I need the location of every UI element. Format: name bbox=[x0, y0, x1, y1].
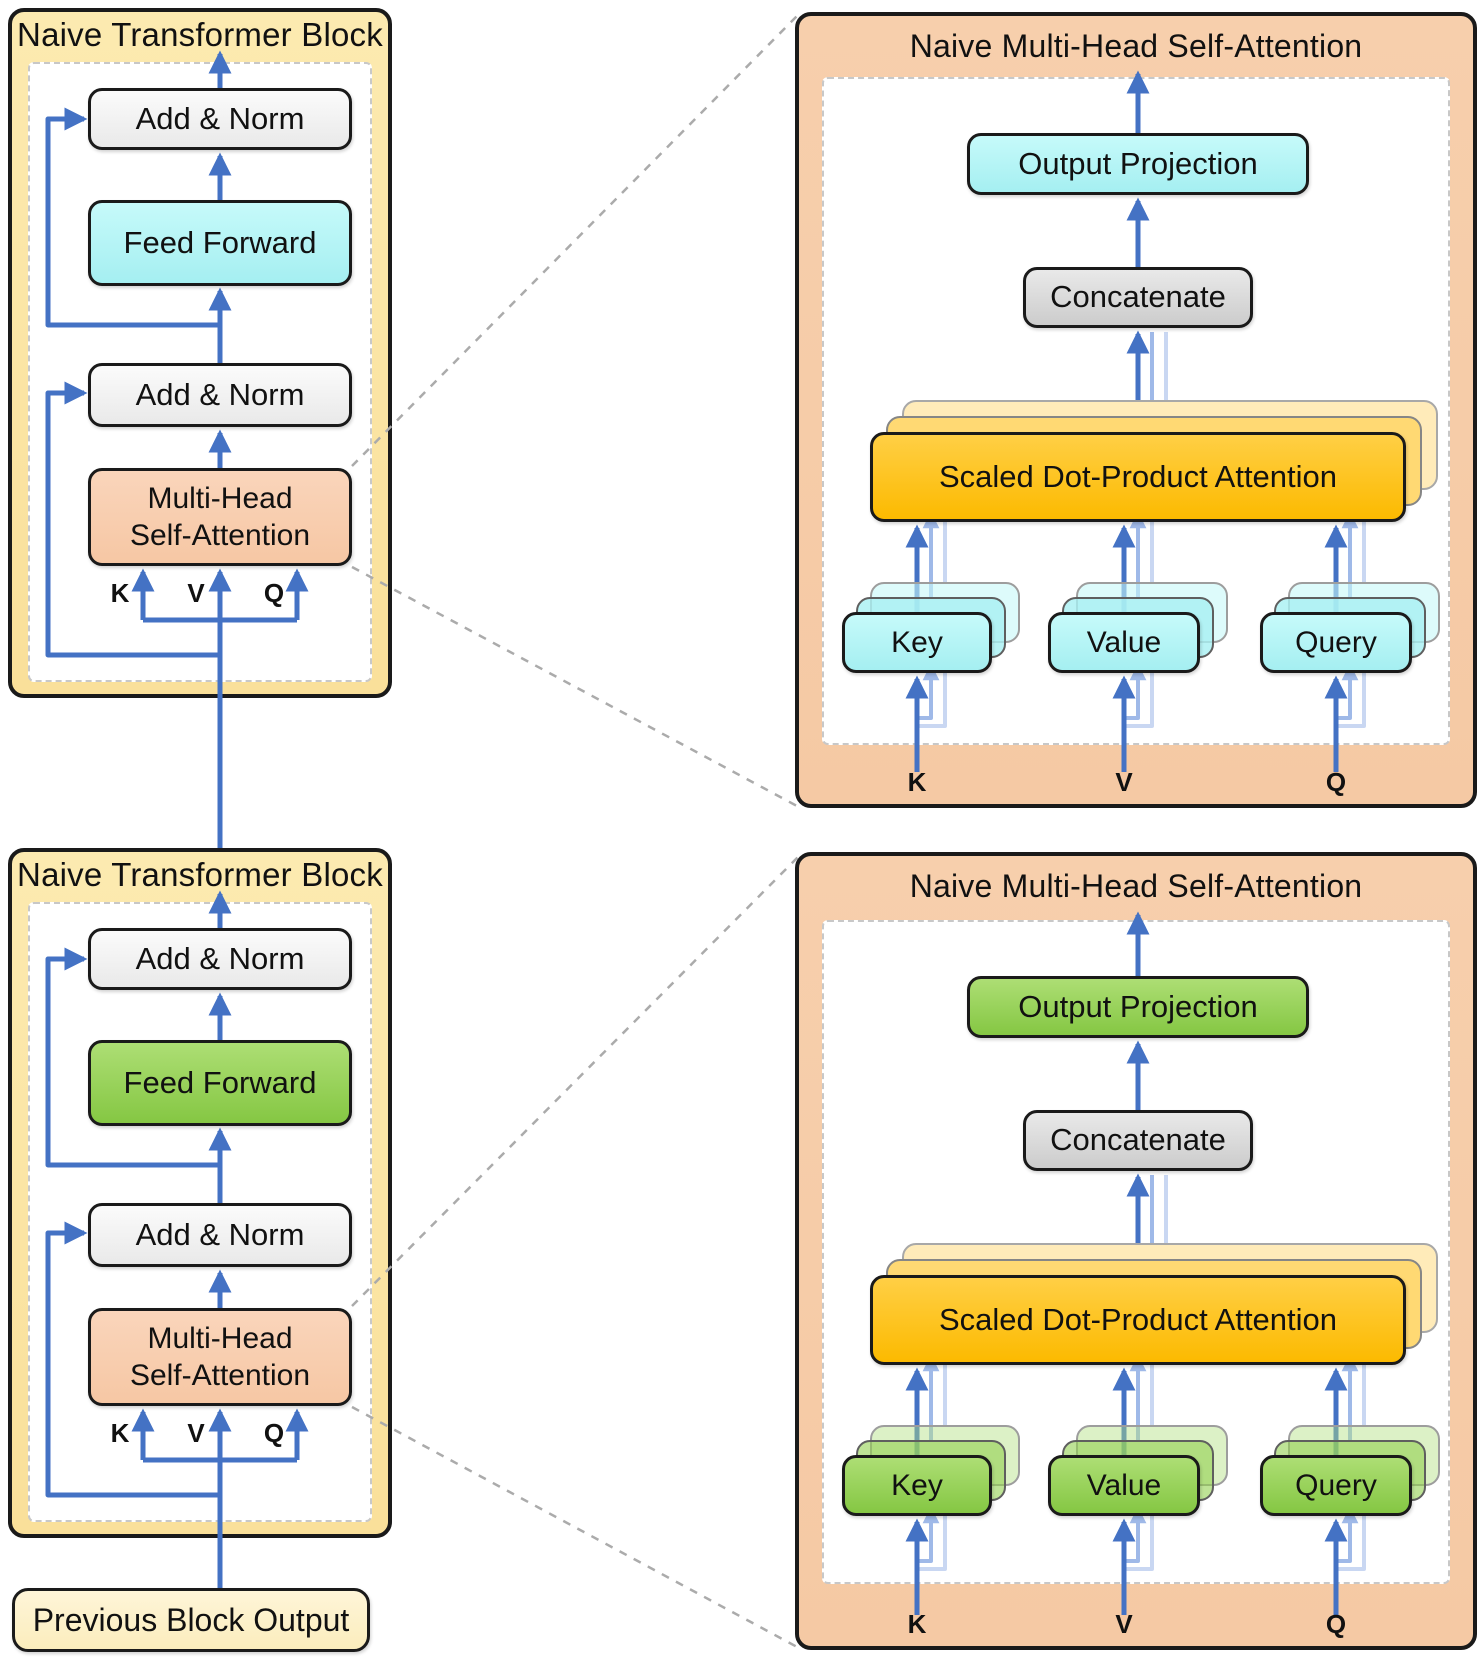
q-input-label: Q bbox=[1325, 1608, 1347, 1639]
q-input-label: Q bbox=[1325, 766, 1347, 797]
query-projection-box: Query bbox=[1260, 612, 1412, 673]
feed-forward-box: Feed Forward bbox=[88, 1040, 352, 1126]
multi-head-self-attention-box: Multi-Head Self-Attention bbox=[88, 1308, 352, 1406]
v-input-label: V bbox=[187, 577, 205, 608]
zoom-link-top-upper bbox=[351, 15, 798, 467]
key-projection-box: Key bbox=[842, 1455, 992, 1516]
mhsa-panel-top-title: Naive Multi-Head Self-Attention bbox=[909, 27, 1363, 64]
add-norm-box: Add & Norm bbox=[88, 1203, 352, 1267]
k-input-label: K bbox=[907, 1608, 927, 1639]
v-input-label: V bbox=[1115, 766, 1133, 797]
mhsa-label-line2: Self-Attention bbox=[129, 519, 311, 552]
transformer-block-top-title: Naive Transformer Block bbox=[17, 16, 383, 53]
v-input-label: V bbox=[187, 1417, 205, 1448]
add-norm-box: Add & Norm bbox=[88, 88, 352, 150]
v-input-label: V bbox=[1115, 1608, 1133, 1639]
k-input-label: K bbox=[907, 766, 927, 797]
mhsa-label-line1: Multi-Head bbox=[147, 481, 293, 515]
scaled-dot-product-attention-box: Scaled Dot-Product Attention bbox=[870, 1275, 1406, 1365]
add-norm-box: Add & Norm bbox=[88, 928, 352, 990]
q-input-label: Q bbox=[263, 577, 285, 608]
mhsa-label-line1: Multi-Head bbox=[147, 1321, 293, 1355]
output-projection-box: Output Projection bbox=[967, 133, 1309, 195]
zoom-link-lines bbox=[351, 15, 800, 1650]
scaled-dot-product-attention-box: Scaled Dot-Product Attention bbox=[870, 432, 1406, 522]
zoom-link-bottom-lower bbox=[351, 1405, 800, 1650]
value-projection-box: Value bbox=[1048, 1455, 1200, 1516]
k-input-label: K bbox=[110, 577, 130, 608]
output-projection-box: Output Projection bbox=[967, 976, 1309, 1038]
k-input-label: K bbox=[110, 1417, 130, 1448]
mhsa-label-line2: Self-Attention bbox=[129, 1359, 311, 1392]
concatenate-box: Concatenate bbox=[1023, 267, 1253, 328]
zoom-link-top-lower bbox=[351, 565, 798, 808]
mhsa-panel-bottom-title: Naive Multi-Head Self-Attention bbox=[909, 867, 1363, 904]
feed-forward-box: Feed Forward bbox=[88, 200, 352, 286]
value-projection-box: Value bbox=[1048, 612, 1200, 673]
previous-block-output-box: Previous Block Output bbox=[12, 1588, 370, 1652]
zoom-link-bottom-upper bbox=[351, 855, 800, 1307]
transformer-block-bottom-title: Naive Transformer Block bbox=[17, 856, 383, 893]
query-projection-box: Query bbox=[1260, 1455, 1412, 1516]
add-norm-box: Add & Norm bbox=[88, 363, 352, 427]
concatenate-box: Concatenate bbox=[1023, 1110, 1253, 1171]
key-projection-box: Key bbox=[842, 612, 992, 673]
q-input-label: Q bbox=[263, 1417, 285, 1448]
multi-head-self-attention-box: Multi-Head Self-Attention bbox=[88, 468, 352, 566]
